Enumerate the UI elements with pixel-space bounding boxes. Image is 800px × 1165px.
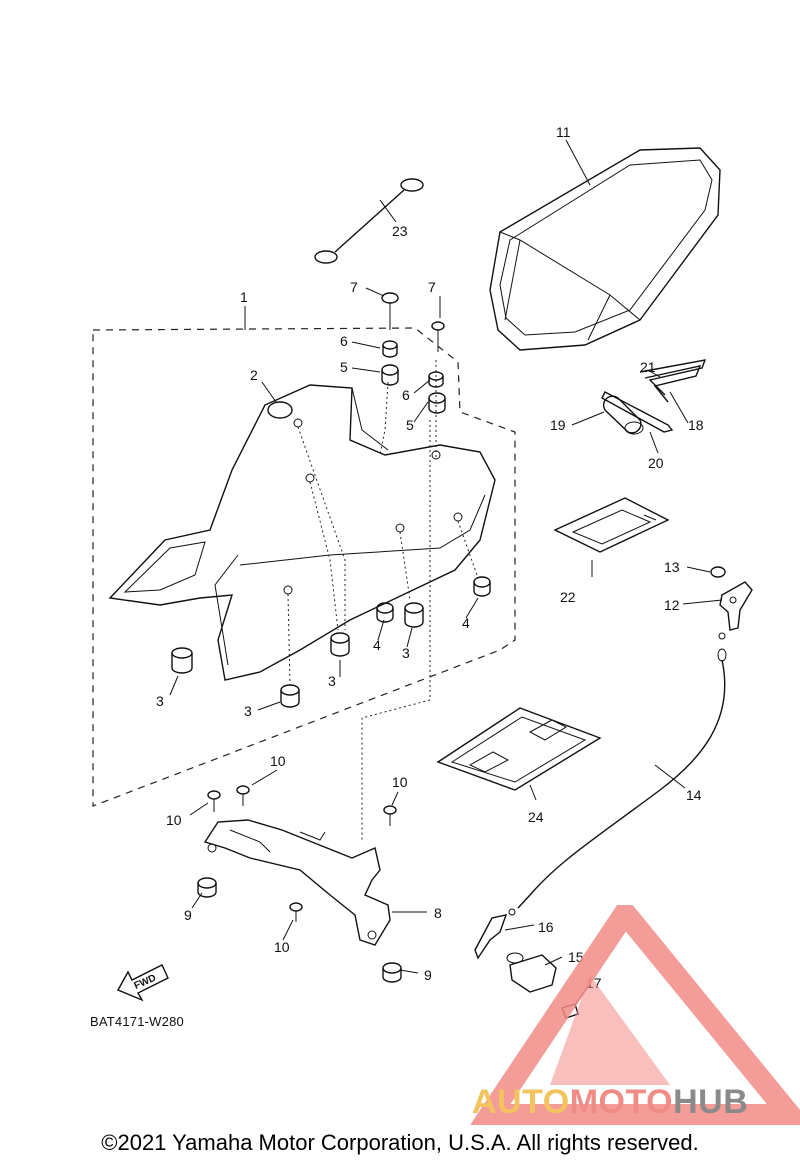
callout-19: 19 [550, 417, 566, 433]
part-6-collar [428, 371, 444, 388]
watermark-moto: MOTO [569, 1083, 674, 1121]
callout-13: 13 [664, 559, 680, 575]
callout-21: 21 [640, 359, 656, 375]
copyright-notice: ©2021 Yamaha Motor Corporation, U.S.A. A… [101, 1130, 699, 1155]
callout-12: 12 [664, 597, 680, 613]
callout-5: 5 [406, 417, 414, 433]
part-18-21-tools [601, 359, 707, 435]
callout-7: 7 [428, 279, 436, 295]
part-3-damper [404, 602, 424, 628]
leader-lines [169, 139, 723, 1006]
callout-14: 14 [686, 787, 702, 803]
part-18-hex-key [644, 365, 702, 403]
callout-23: 23 [392, 223, 408, 239]
part-7-bolt [381, 292, 399, 330]
part-3-damper [280, 684, 300, 708]
callout-22: 22 [560, 589, 576, 605]
part-9-damper [197, 877, 217, 898]
callout-10: 10 [392, 774, 408, 790]
part-22-pouch [553, 497, 670, 553]
part-6-collar [382, 340, 398, 358]
callout-16: 16 [538, 919, 554, 935]
drawing-code: BAT4171-W280 [90, 1014, 184, 1029]
part-11-passenger-seat [489, 147, 721, 351]
watermark-wordmark: AUTOMOTOHUB [472, 1083, 748, 1122]
callout-10: 10 [274, 939, 290, 955]
part-5-grommet [428, 392, 446, 414]
part-24-manual [436, 707, 602, 791]
part-10-screws [207, 785, 397, 922]
callout-3: 3 [244, 703, 252, 719]
automotohub-logo-icon [470, 905, 800, 1125]
alignment-lines [287, 360, 479, 840]
fwd-arrow-icon: FWD [117, 964, 169, 1002]
part-8-seat-bracket [203, 819, 391, 946]
callout-9: 9 [424, 967, 432, 983]
callout-6: 6 [340, 333, 348, 349]
part-23-seat-wire [314, 178, 424, 264]
callout-1: 1 [240, 289, 248, 305]
callout-3: 3 [402, 645, 410, 661]
watermark-auto: AUTO [472, 1083, 570, 1121]
part-3-damper [171, 647, 193, 674]
part-21-hex-key [639, 359, 707, 396]
callout-10: 10 [270, 753, 286, 769]
callout-8: 8 [434, 905, 442, 921]
part-9-damper [382, 962, 402, 983]
callout-5: 5 [340, 359, 348, 375]
callout-20: 20 [648, 455, 664, 471]
callout-6: 6 [402, 387, 410, 403]
assembly-boundary [92, 327, 516, 807]
callout-4: 4 [462, 615, 470, 631]
part-3-damper [330, 632, 350, 657]
callout-3: 3 [328, 673, 336, 689]
callout-11: 11 [556, 124, 571, 140]
part-14-seat-lock-cable [517, 659, 726, 909]
callout-4: 4 [373, 637, 381, 653]
callout-10: 10 [166, 812, 182, 828]
part-4-damper [376, 602, 394, 623]
part-13-nut [710, 566, 726, 578]
part-4-damper [473, 576, 491, 597]
callout-3: 3 [156, 693, 164, 709]
callout-18: 18 [688, 417, 704, 433]
callout-24: 24 [528, 809, 544, 825]
callout-labels: 1 2 3 3 3 3 4 4 5 5 6 6 7 7 8 9 9 10 10 … [156, 124, 704, 991]
seat-fasteners [381, 292, 446, 414]
watermark-hub: HUB [673, 1083, 749, 1121]
part-2-rider-seat [108, 384, 496, 681]
part-12-lock-bracket [718, 581, 753, 640]
part-19-tool-grip [602, 395, 642, 434]
part-5-grommet [381, 364, 399, 386]
part-20-screwdriver [601, 391, 674, 433]
callout-2: 2 [250, 367, 258, 383]
part-16-bracket [474, 914, 508, 960]
callout-9: 9 [184, 907, 192, 923]
callout-7: 7 [350, 279, 358, 295]
part-15-lock-cylinder [509, 954, 557, 993]
damper-pads [171, 576, 491, 708]
part-7-bolt [431, 321, 445, 352]
